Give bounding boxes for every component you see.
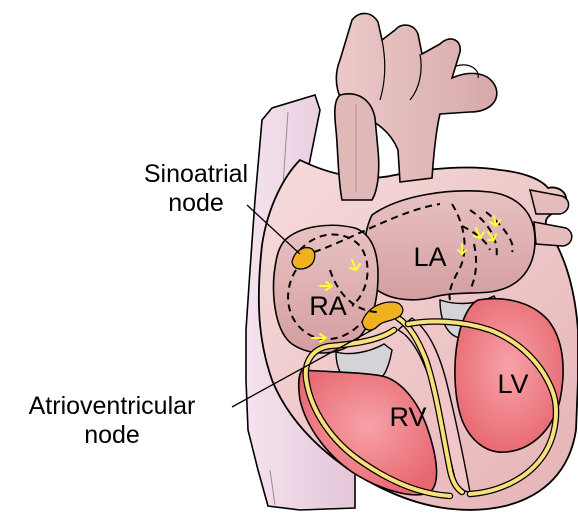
pulmonary-trunk [335, 94, 379, 200]
atrioventricular-node-label: Atrioventricular node [4, 392, 220, 450]
right-atrium-label: RA [303, 293, 353, 320]
sinoatrial-node-label: Sinoatrial node [121, 160, 271, 218]
sinoatrial-node-text: Sinoatrial node [141, 160, 251, 218]
right-ventricle-label: RV [382, 404, 434, 431]
left-ventricle-label: LV [487, 371, 539, 398]
atrioventricular-node-text: Atrioventricular node [4, 392, 220, 450]
left-atrium-label: LA [405, 244, 455, 271]
